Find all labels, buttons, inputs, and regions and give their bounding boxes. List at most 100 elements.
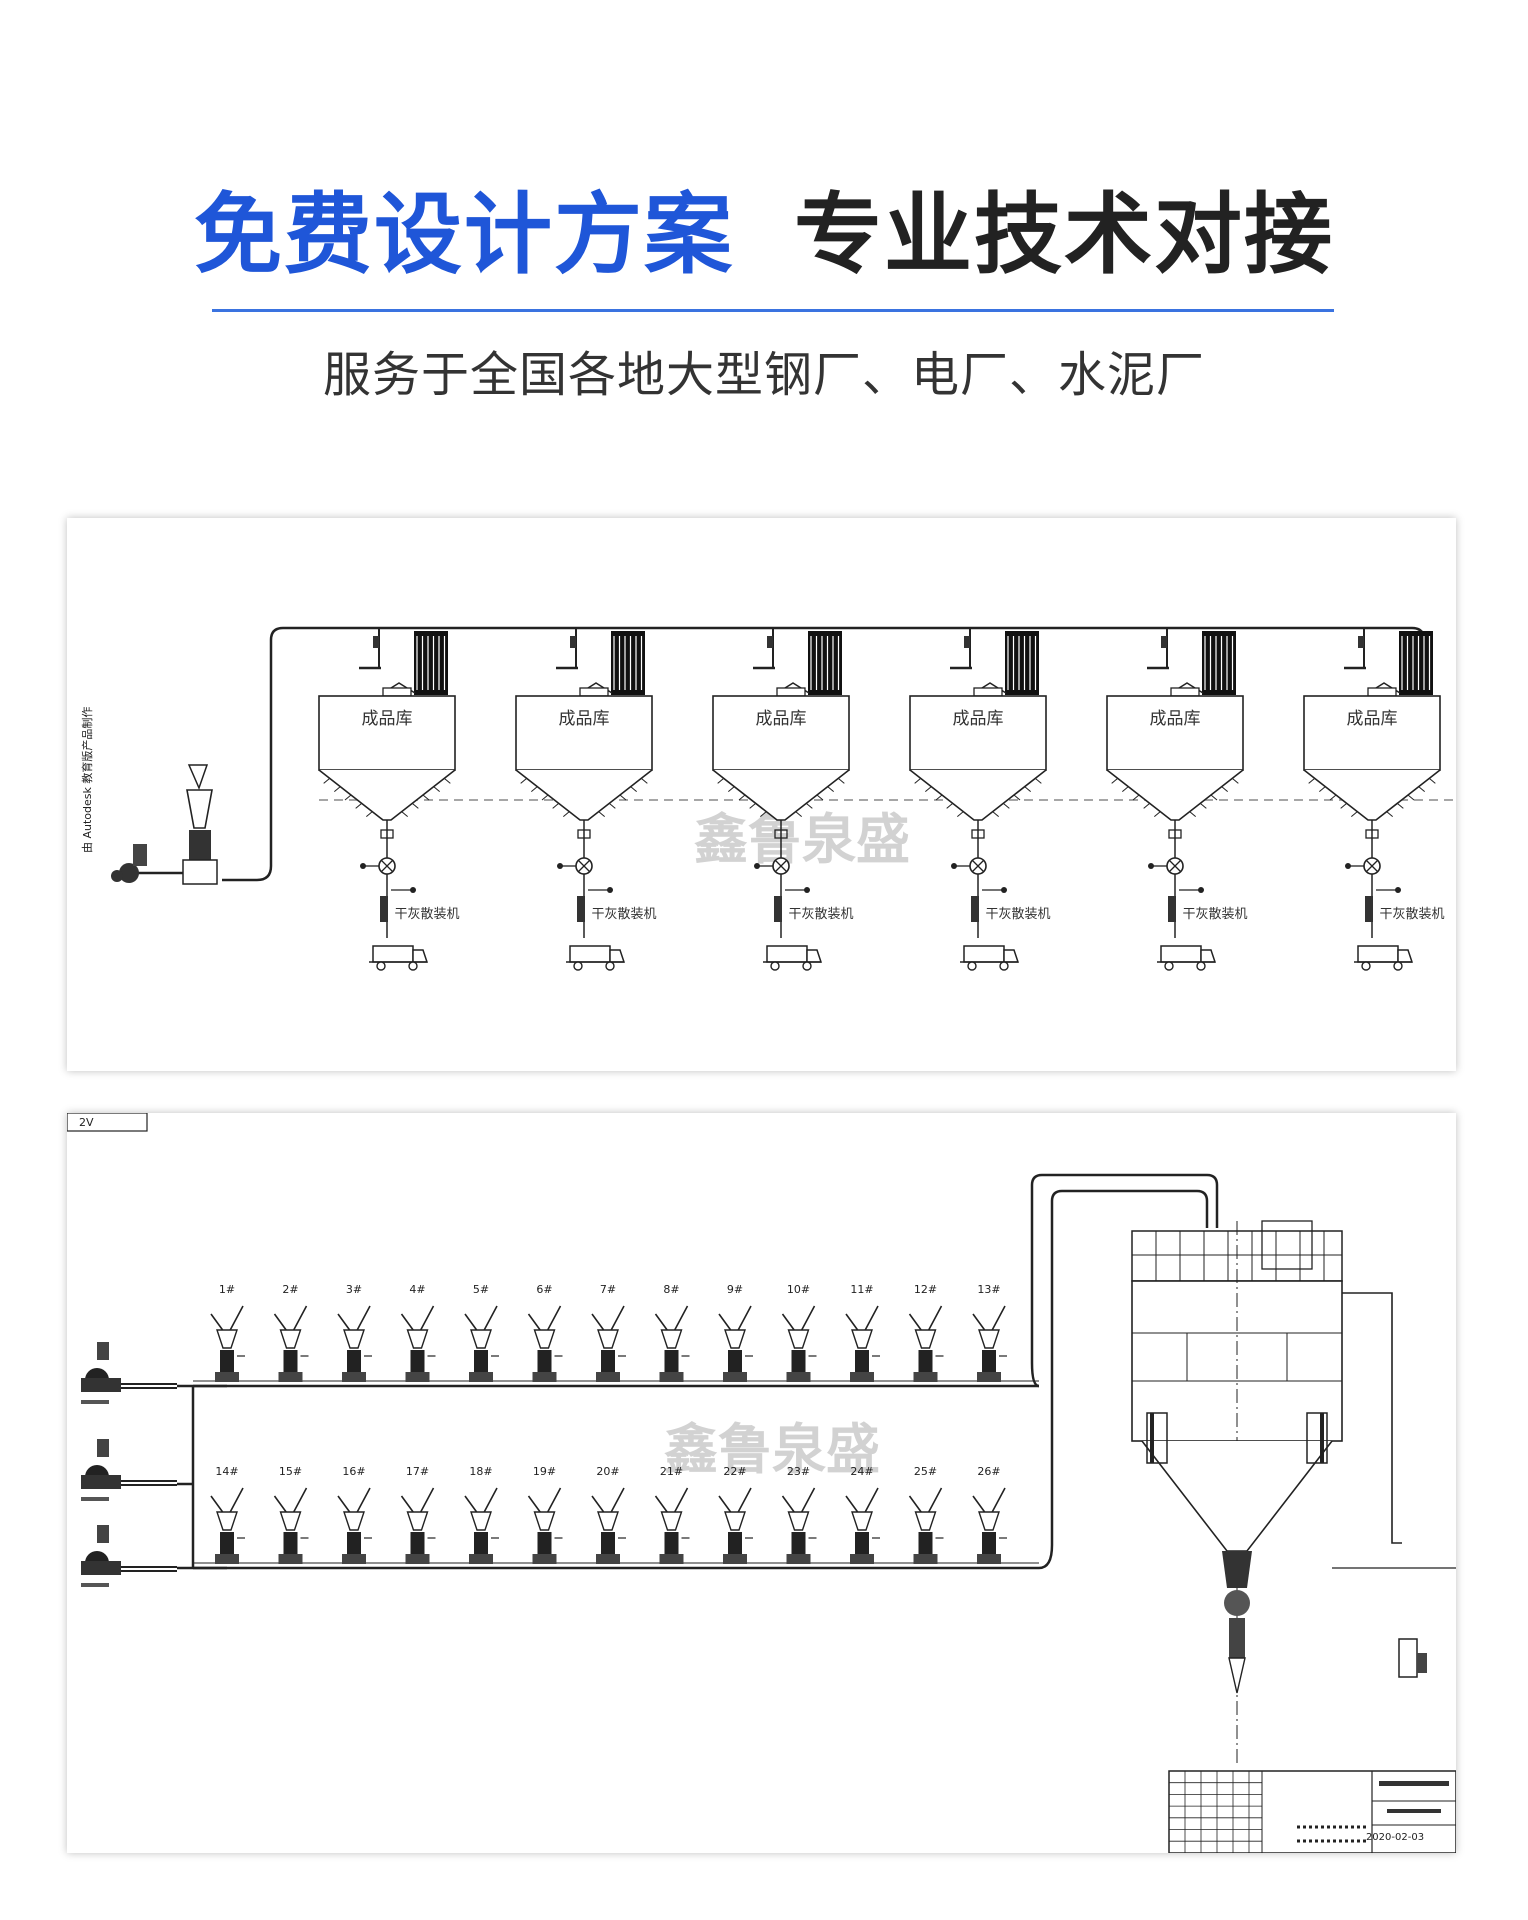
truck xyxy=(1354,945,1414,971)
pump-tank: 9# xyxy=(718,1283,753,1382)
pump-tank: 17# xyxy=(400,1465,436,1564)
unloader xyxy=(1365,896,1373,922)
pump-label: 26# xyxy=(977,1465,1000,1478)
pump-tank: 10# xyxy=(781,1283,817,1382)
pump-tank: 24# xyxy=(845,1465,880,1564)
bag-filter xyxy=(1399,631,1433,695)
unloader xyxy=(774,896,782,922)
silo-label: 成品库 xyxy=(1150,709,1201,729)
pump-tank: 25# xyxy=(908,1465,944,1564)
title-block xyxy=(1168,1770,1456,1853)
pump-label: 25# xyxy=(914,1465,937,1478)
pump-tank: 22# xyxy=(718,1465,753,1564)
unloader-label: 干灰散装机 xyxy=(591,907,656,922)
pump-label: 5# xyxy=(473,1283,489,1296)
silo-label: 成品库 xyxy=(559,709,610,729)
pump-label: 14# xyxy=(215,1465,238,1478)
pump-label: 21# xyxy=(660,1465,683,1478)
bag-filter xyxy=(1202,631,1236,695)
blower xyxy=(81,1342,177,1404)
corner-tag: 2V xyxy=(79,1116,94,1129)
pump-label: 7# xyxy=(600,1283,616,1296)
unloader xyxy=(1168,896,1176,922)
header: 免费设计方案专业技术对接 xyxy=(0,180,1528,290)
subtitle: 服务于全国各地大型钢厂、电厂、水泥厂 xyxy=(322,347,1205,403)
silo-cone xyxy=(1141,1440,1333,1552)
truck xyxy=(763,945,823,971)
pump-tank: 2# xyxy=(273,1283,309,1382)
silo-body xyxy=(909,695,1047,771)
unloader-label: 干灰散装机 xyxy=(394,907,459,922)
riser-pipe-1 xyxy=(1030,1173,1219,1388)
unloader-label: 干灰散装机 xyxy=(1379,907,1444,922)
bag-filter xyxy=(414,631,448,695)
truck xyxy=(369,945,429,971)
dust-collector xyxy=(1261,1220,1313,1270)
pump-label: 6# xyxy=(536,1283,552,1296)
silo-body xyxy=(1303,695,1441,771)
pump-system-drawing: 2V 鑫鲁泉盛 1# 2# 3# 4# 5# 6# 7# 8# 9# 10# 11# 12# 13# 14… xyxy=(67,1113,1456,1853)
unloader-label: 干灰散装机 xyxy=(788,907,853,922)
pump-label: 11# xyxy=(850,1283,873,1296)
pump-tank: 12# xyxy=(908,1283,944,1382)
pump-label: 4# xyxy=(409,1283,425,1296)
pump-system: 1# 2# 3# 4# 5# 6# 7# 8# 9# 10# 11# 12# 13# 14# 15# 16# 1… xyxy=(81,1173,1456,1853)
pump-tank: 26# xyxy=(972,1465,1007,1564)
bag-filter xyxy=(1005,631,1039,695)
pump-tank: 4# xyxy=(400,1283,436,1382)
pump-tank: 3# xyxy=(337,1283,372,1382)
diagram-silo-system: 由 Autodesk 教育版产品制作 鑫鲁泉盛 成品库干灰散装机成品库干灰散装机… xyxy=(67,518,1456,1071)
pump-tank: 15# xyxy=(273,1465,309,1564)
pump-label: 15# xyxy=(279,1465,302,1478)
pump-label: 20# xyxy=(596,1465,619,1478)
title-divider xyxy=(212,309,1334,312)
silo-label: 成品库 xyxy=(1347,709,1398,729)
unloader-label: 干灰散装机 xyxy=(1182,907,1247,922)
pump-label: 12# xyxy=(914,1283,937,1296)
blower xyxy=(81,1439,177,1501)
pump-tank: 1# xyxy=(210,1283,245,1382)
title-blue: 免费设计方案 xyxy=(193,183,734,286)
pump-label: 17# xyxy=(406,1465,429,1478)
silo-cone xyxy=(318,769,456,821)
silo-body xyxy=(515,695,653,771)
silo-body xyxy=(1106,695,1244,771)
pump-tank: 7# xyxy=(591,1283,626,1382)
pump-label: 16# xyxy=(342,1465,365,1478)
watermark: 鑫鲁泉盛 xyxy=(664,1418,880,1481)
pump-label: 1# xyxy=(219,1283,235,1296)
pump-label: 10# xyxy=(787,1283,810,1296)
truck xyxy=(1157,945,1217,971)
pump-label: 13# xyxy=(977,1283,1000,1296)
pump-tank: 6# xyxy=(527,1283,563,1382)
unloader xyxy=(1229,1618,1245,1658)
unloader-label: 干灰散装机 xyxy=(985,907,1050,922)
pump-tank: 23# xyxy=(781,1465,817,1564)
pump-tank: 11# xyxy=(845,1283,880,1382)
pump-tank: 14# xyxy=(210,1465,245,1564)
silo-system-drawing: 由 Autodesk 教育版产品制作 鑫鲁泉盛 成品库干灰散装机成品库干灰散装机… xyxy=(80,626,1456,971)
title-block-date: 2020-02-03 xyxy=(1366,1832,1424,1843)
pump-label: 22# xyxy=(723,1465,746,1478)
watermark: 鑫鲁泉盛 xyxy=(694,808,910,871)
pump-label: 2# xyxy=(282,1283,298,1296)
silo-cone xyxy=(909,769,1047,821)
title-black: 专业技术对接 xyxy=(794,183,1335,286)
discharge-valve xyxy=(1222,1551,1252,1588)
blower xyxy=(119,863,139,883)
pump-tank: 8# xyxy=(654,1283,690,1382)
truck xyxy=(960,945,1020,971)
pump-label: 24# xyxy=(850,1465,873,1478)
side-note: 由 Autodesk 教育版产品制作 xyxy=(80,707,94,853)
silo-cone xyxy=(1303,769,1441,821)
pump-label: 9# xyxy=(727,1283,743,1296)
pump-label: 18# xyxy=(469,1465,492,1478)
riser-pipe-2 xyxy=(1038,1189,1209,1570)
silo-system: 成品库干灰散装机成品库干灰散装机成品库干灰散装机成品库干灰散装机成品库干灰散装机… xyxy=(111,626,1456,971)
diagram-pump-system: 2V 鑫鲁泉盛 1# 2# 3# 4# 5# 6# 7# 8# 9# 10# 11# 12# 13# 14… xyxy=(67,1113,1456,1853)
